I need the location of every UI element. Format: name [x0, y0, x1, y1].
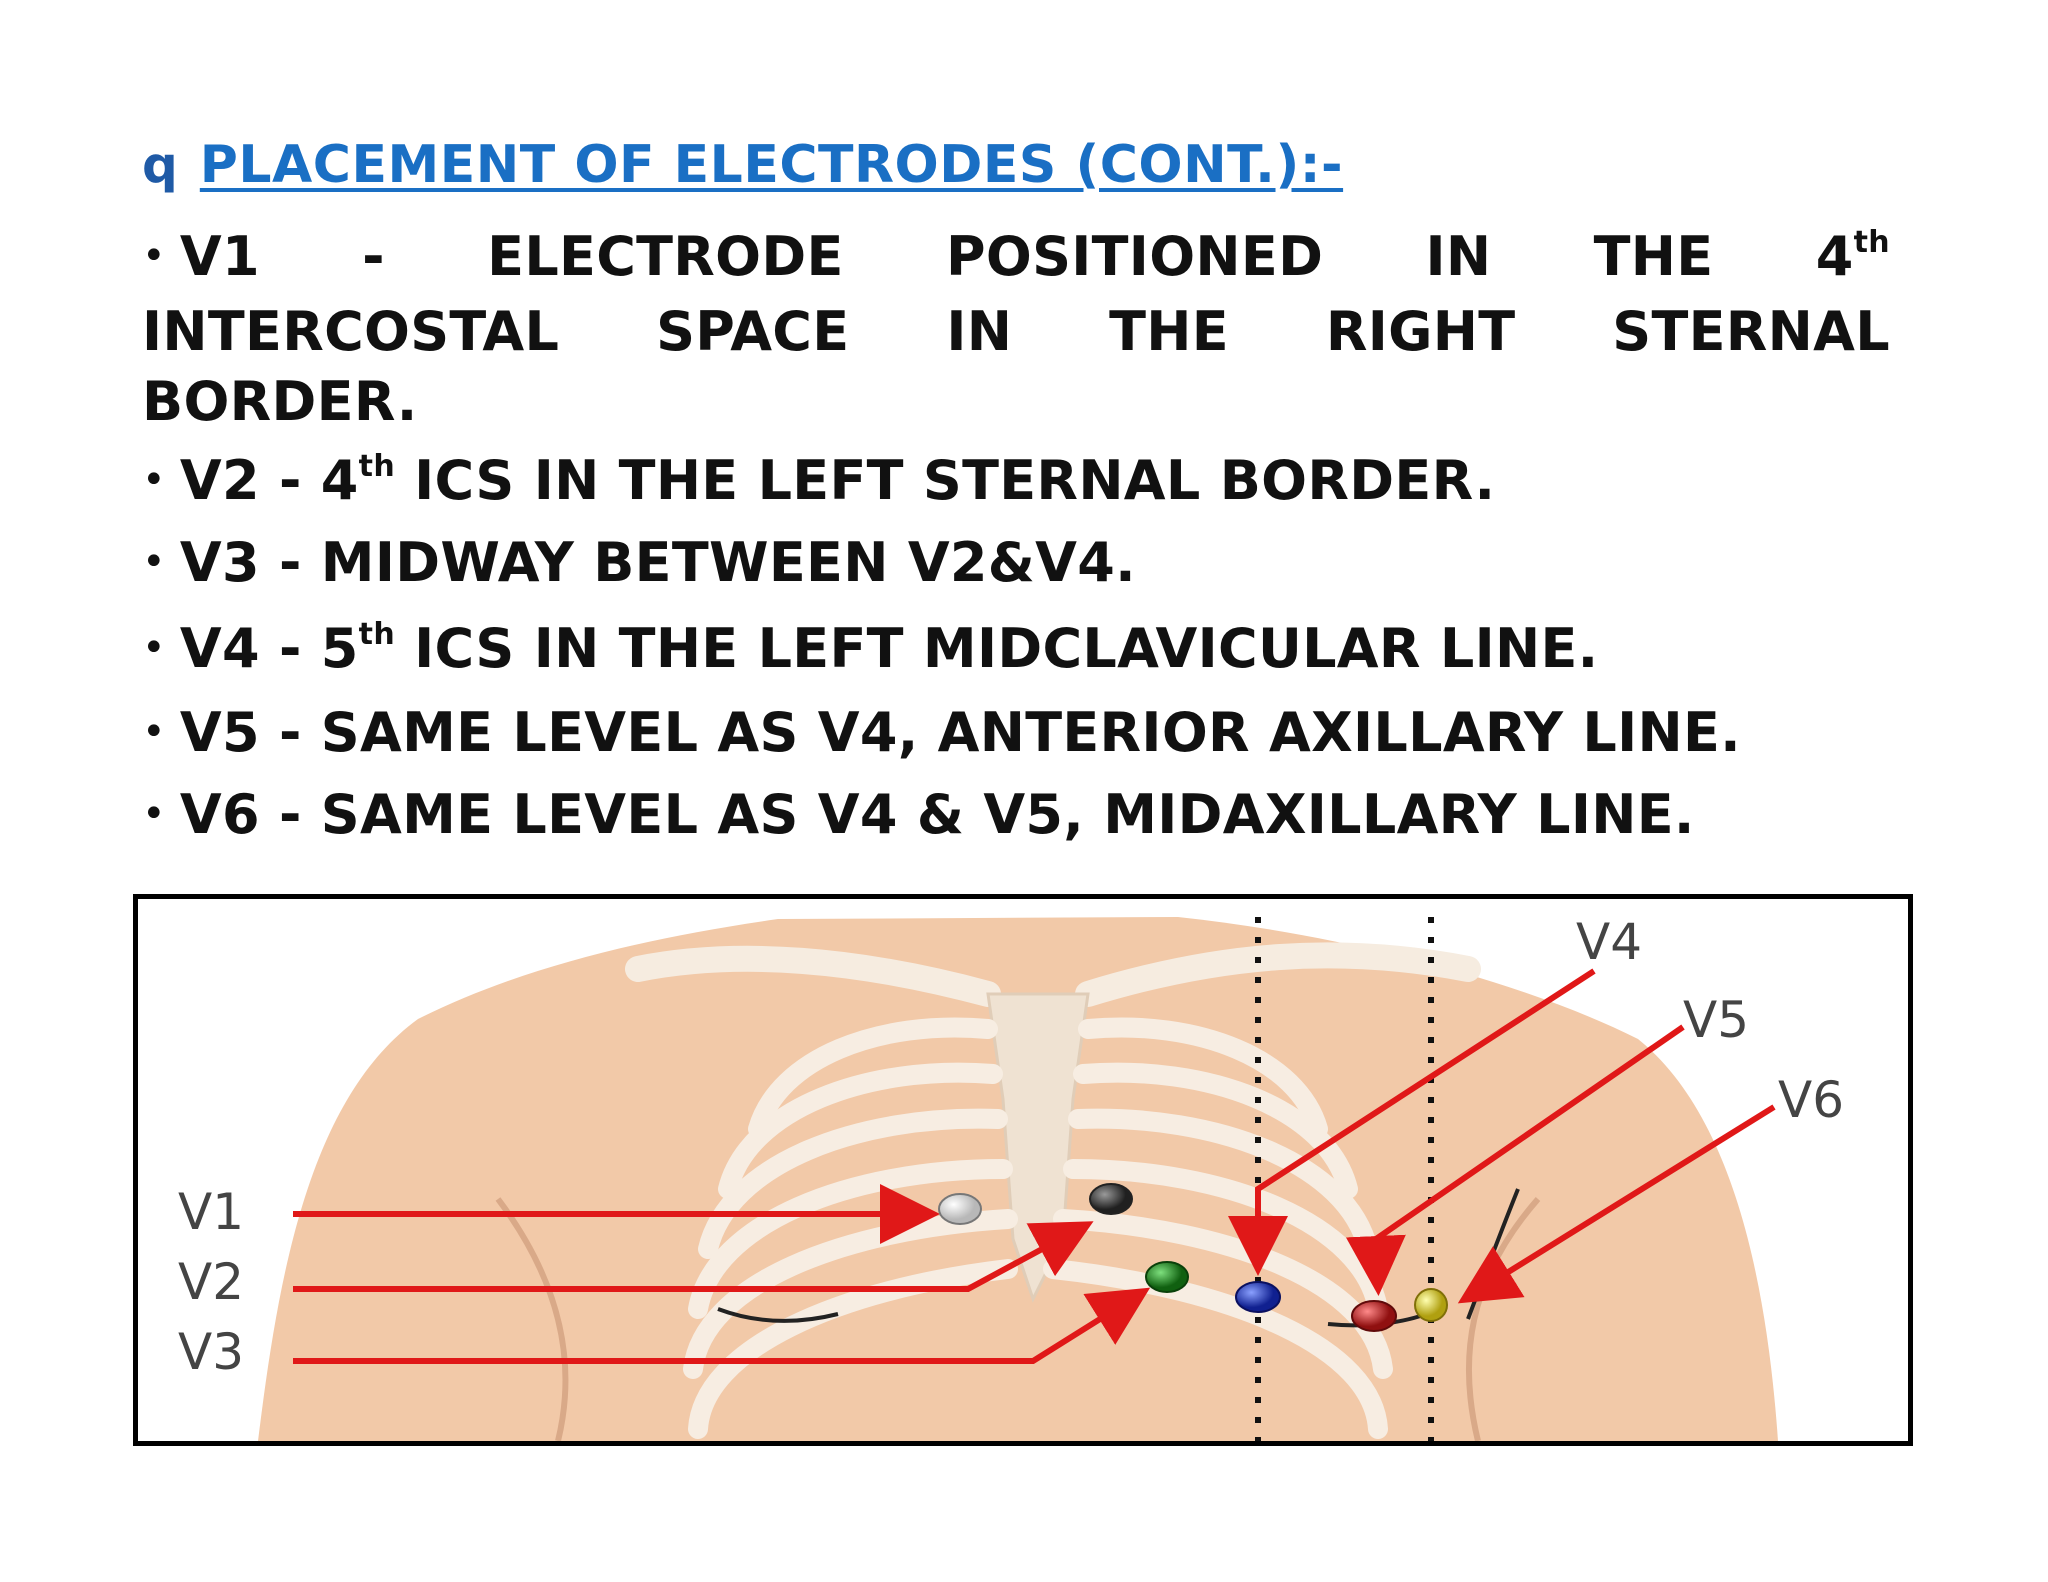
label-v1: V1	[178, 1183, 244, 1241]
electrode-v3	[1145, 1261, 1189, 1293]
v1-word: IN	[946, 300, 1013, 363]
v1-line-1: •V1 - ELECTRODE POSITIONED IN THE 4th	[142, 222, 1890, 297]
list-item-v2: •V2 - 4th ICS IN THE LEFT STERNAL BORDER…	[142, 449, 1496, 512]
v1-word: SPACE	[656, 300, 850, 363]
electrode-v2	[1089, 1183, 1133, 1215]
label-v6: V6	[1778, 1071, 1844, 1129]
v1-word: •V1	[142, 225, 260, 288]
v1-word: RIGHT	[1325, 300, 1516, 363]
arrow-v2	[293, 1221, 1094, 1292]
label-v4: V4	[1576, 913, 1642, 971]
list-item-v6: •V6 - SAME LEVEL AS V4 & V5, MIDAXILLARY…	[142, 783, 1695, 846]
v1-word: 4th	[1815, 225, 1890, 288]
v1-word: THE	[1109, 300, 1229, 363]
list-item-v5: •V5 - SAME LEVEL AS V4, ANTERIOR AXILLAR…	[142, 701, 1741, 764]
arrows	[293, 968, 1776, 1364]
v1-line-2: INTERCOSTAL SPACE IN THE RIGHT STERNAL	[142, 297, 1890, 367]
heading-row: q PLACEMENT OF ELECTRODES (CONT.):-	[142, 135, 1343, 195]
v1-word: POSITIONED	[946, 225, 1324, 288]
v1-word: STERNAL	[1612, 300, 1890, 363]
electrode-v5	[1351, 1300, 1397, 1332]
arrow-v3	[293, 1287, 1151, 1364]
v1-word: INTERCOSTAL	[142, 300, 560, 363]
electrode-v1	[938, 1193, 982, 1225]
left-clavicle	[625, 945, 1001, 1007]
v1-word: -	[362, 225, 385, 288]
list-item-v4: •V4 - 5th ICS IN THE LEFT MIDCLAVICULAR …	[142, 617, 1599, 680]
list-item-v3: •V3 - MIDWAY BETWEEN V2&V4.	[142, 531, 1136, 594]
ribs-left	[683, 1017, 1018, 1439]
label-v2: V2	[178, 1253, 244, 1311]
q-bullet-icon: q	[142, 136, 178, 194]
ribs-right	[1043, 1017, 1393, 1439]
v1-line-3: BORDER.	[142, 370, 418, 433]
label-v3: V3	[178, 1323, 244, 1381]
arrow-v6	[1457, 1104, 1776, 1304]
electrode-v6	[1414, 1288, 1448, 1322]
label-v5: V5	[1683, 991, 1749, 1049]
v1-word: IN	[1425, 225, 1492, 288]
list-item-v1: •V1 - ELECTRODE POSITIONED IN THE 4th IN…	[142, 222, 1890, 437]
right-clavicle	[1075, 942, 1481, 1007]
v1-word: ELECTRODE	[487, 225, 844, 288]
arrow-v4	[1228, 968, 1596, 1276]
electrode-placement-figure: V1 V2 V3 V4 V5 V6	[133, 894, 1913, 1446]
chest-diagram: V1 V2 V3 V4 V5 V6	[178, 913, 1844, 1441]
v1-word: THE	[1593, 225, 1714, 288]
electrode-v4	[1235, 1281, 1281, 1313]
arrow-v5	[1345, 1024, 1685, 1296]
slide-title: PLACEMENT OF ELECTRODES (CONT.):-	[199, 135, 1344, 195]
